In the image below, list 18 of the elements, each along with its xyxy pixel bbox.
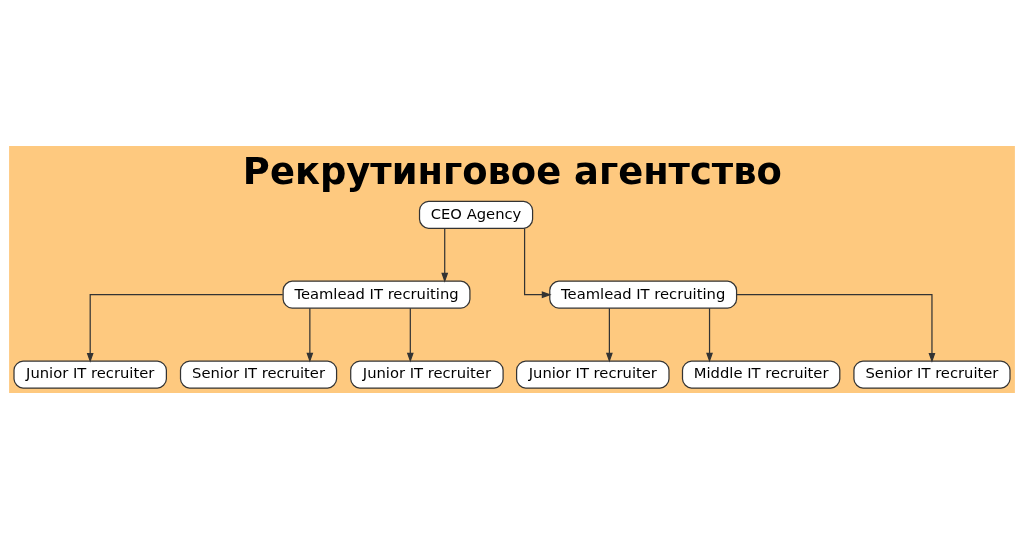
node-box: Middle IT recruiter — [681, 359, 841, 389]
node-box: Junior IT recruiter — [516, 359, 670, 389]
arrow — [406, 307, 414, 363]
arrow — [86, 293, 284, 363]
node-box: Junior IT recruiter — [13, 359, 167, 389]
node-box: Senior IT recruiter — [853, 359, 1011, 389]
node-box: Teamlead IT recruiting — [282, 280, 471, 309]
arrow — [736, 293, 936, 363]
arrow — [706, 307, 713, 363]
arrow — [306, 307, 314, 363]
node-box: Junior IT recruiter — [350, 359, 504, 389]
diagram-title: Рекрутинговое агентство — [242, 149, 782, 193]
arrow — [441, 227, 449, 283]
arrow — [524, 227, 552, 298]
node-box: Senior IT recruiter — [179, 359, 338, 389]
arrow — [605, 307, 613, 363]
node-box: CEO Agency — [418, 200, 534, 229]
node-box: Teamlead IT recruiting — [549, 280, 738, 309]
